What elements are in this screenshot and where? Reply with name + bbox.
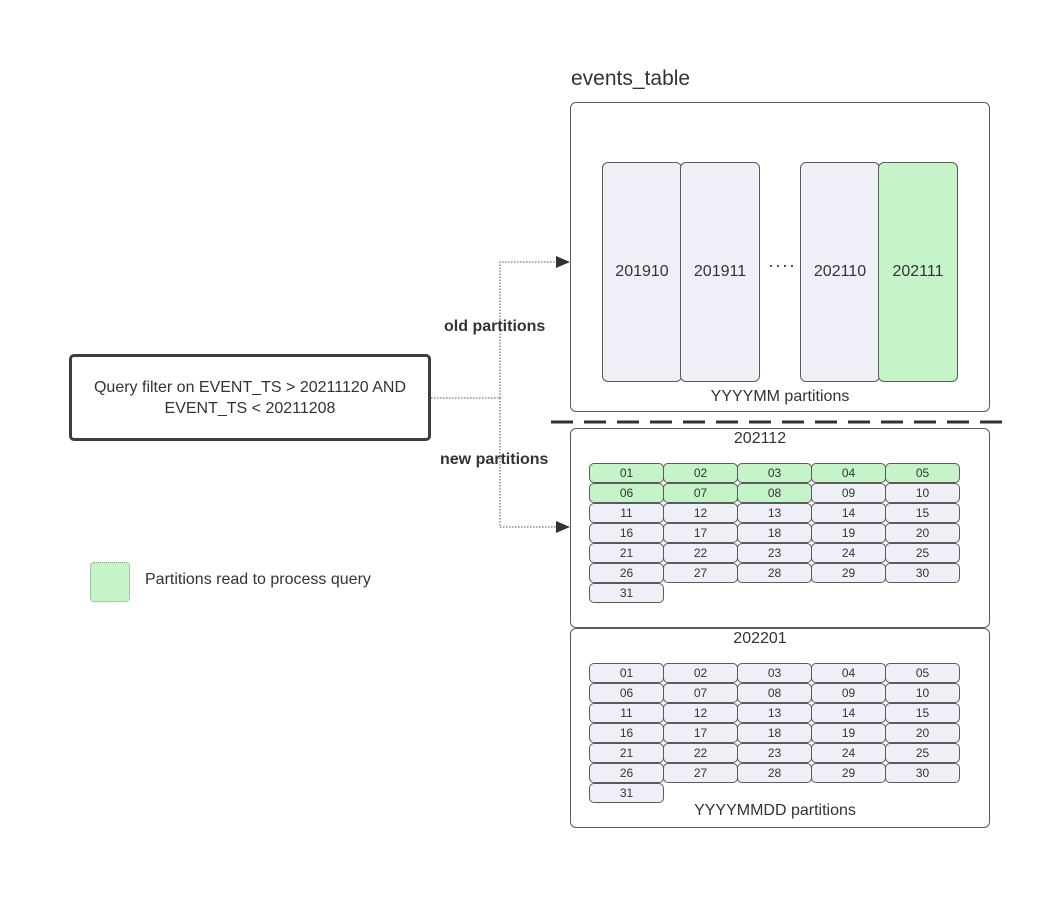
- day-partition: 19: [811, 723, 886, 743]
- day-partition-read: 05: [885, 463, 960, 483]
- day-partition: 03: [737, 663, 812, 683]
- day-partition: 15: [885, 503, 960, 523]
- day-partition-read: 07: [663, 483, 738, 503]
- day-partition: 23: [737, 543, 812, 563]
- month-title: 202112: [733, 430, 787, 447]
- day-partition: 17: [663, 523, 738, 543]
- day-partition: 23: [737, 743, 812, 763]
- legend-label: Partitions read to process query: [145, 571, 371, 588]
- month-partition: 201911: [680, 162, 760, 382]
- day-partition: 11: [589, 703, 664, 723]
- day-partition: 05: [885, 663, 960, 683]
- new-partitions-label: new partitions: [440, 451, 549, 468]
- day-partition: 10: [885, 683, 960, 703]
- day-partition: 24: [811, 543, 886, 563]
- day-partition: 20: [885, 723, 960, 743]
- query-filter-text: Query filter on EVENT_TS > 20211120 AND …: [93, 378, 406, 417]
- ellipsis: ····: [768, 255, 796, 275]
- arrowhead-new: [556, 521, 570, 533]
- day-partition: 09: [811, 483, 886, 503]
- day-partition: 26: [589, 763, 664, 783]
- day-partition-read: 02: [663, 463, 738, 483]
- old-partitions-label: old partitions: [444, 318, 546, 335]
- day-partition: 12: [663, 503, 738, 523]
- day-partition: 09: [811, 683, 886, 703]
- day-partition: 31: [589, 583, 664, 603]
- day-partition: 16: [589, 523, 664, 543]
- day-partition: 31: [589, 783, 664, 803]
- day-partition: 25: [885, 743, 960, 763]
- new-partitions-caption: YYYYMMDD partitions: [694, 802, 856, 819]
- arrowhead-old: [556, 256, 570, 268]
- day-partition: 25: [885, 543, 960, 563]
- old-partitions-caption: YYYYMM partitions: [710, 388, 850, 405]
- day-partition-read: 03: [737, 463, 812, 483]
- day-partition: 17: [663, 723, 738, 743]
- day-partition: 14: [811, 503, 886, 523]
- day-partition-read: 01: [589, 463, 664, 483]
- day-partition: 08: [737, 683, 812, 703]
- day-partition: 30: [885, 563, 960, 583]
- day-partition: 18: [737, 523, 812, 543]
- connector-to-new: [499, 398, 556, 528]
- day-partition: 19: [811, 523, 886, 543]
- month-partition-read: 202111: [878, 162, 958, 382]
- day-partition: 14: [811, 703, 886, 723]
- connector-to-old: [431, 261, 556, 399]
- day-partition: 28: [737, 563, 812, 583]
- month-partition: 201910: [602, 162, 682, 382]
- day-partition: 10: [885, 483, 960, 503]
- day-partition: 27: [663, 563, 738, 583]
- day-partition: 20: [885, 523, 960, 543]
- day-partition: 22: [663, 543, 738, 563]
- day-partition: 29: [811, 563, 886, 583]
- month-title: 202201: [733, 630, 787, 647]
- day-partition: 30: [885, 763, 960, 783]
- day-partition: 21: [589, 743, 664, 763]
- day-partition: 02: [663, 663, 738, 683]
- day-partition: 15: [885, 703, 960, 723]
- day-partition-read: 04: [811, 463, 886, 483]
- legend-swatch: [90, 562, 130, 602]
- day-partition-read: 08: [737, 483, 812, 503]
- day-partition: 13: [737, 703, 812, 723]
- day-partition: 22: [663, 743, 738, 763]
- day-partition: 18: [737, 723, 812, 743]
- day-partition: 07: [663, 683, 738, 703]
- table-title: events_table: [571, 67, 691, 90]
- query-filter-box: Query filter on EVENT_TS > 20211120 AND …: [69, 354, 431, 441]
- day-partition: 04: [811, 663, 886, 683]
